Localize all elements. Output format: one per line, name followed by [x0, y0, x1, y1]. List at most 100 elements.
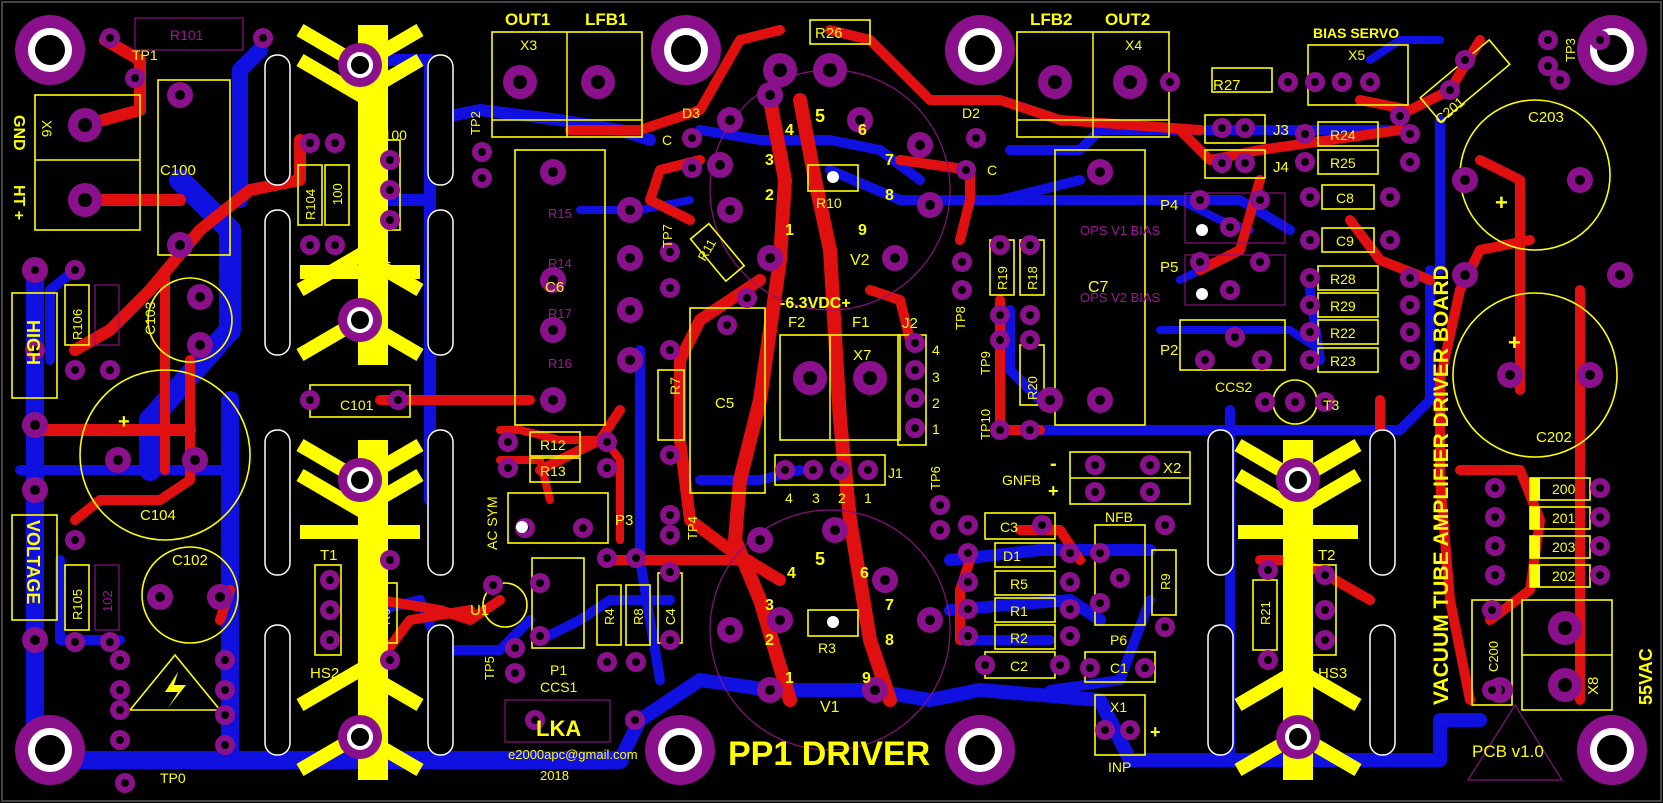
ht-label: HT +	[10, 185, 27, 220]
f2-label: F2	[788, 314, 806, 331]
small-pad-hole	[1306, 193, 1314, 201]
pad-hole	[155, 592, 165, 602]
small-pad-hole	[666, 248, 674, 256]
small-pad-hole	[1141, 664, 1149, 672]
j2-pin2: 2	[932, 395, 940, 411]
large-pad-hole	[513, 75, 527, 89]
silkscreen-text: OUT1 LFB1 X3 LFB2 OUT2 X4 BIAS SERVO X5 …	[10, 10, 1656, 786]
v1-pin4: 4	[787, 565, 796, 582]
x8-label: X8	[1585, 677, 1602, 695]
mounting-hole	[15, 15, 85, 85]
small-pad-hole	[326, 606, 334, 614]
heatsink-hole	[1276, 715, 1320, 759]
ccs2-label: CCS2	[1215, 379, 1253, 395]
pad-hole	[880, 575, 890, 585]
pad-hole	[30, 635, 40, 645]
small-pad-hole	[1146, 461, 1154, 469]
v1-pin3: 3	[765, 597, 774, 614]
mounting-hole	[1577, 715, 1647, 785]
inp-label: INP	[1108, 759, 1131, 775]
pad-hole	[775, 615, 785, 625]
board-name: PP1 DRIVER	[728, 735, 930, 773]
r16-label: R16	[548, 356, 572, 371]
c202-plus: +	[1508, 330, 1521, 355]
c1-label: C1	[1110, 660, 1128, 676]
small-pad-hole	[1406, 301, 1414, 309]
r202-label: 202	[1552, 568, 1576, 584]
small-pad-hole	[1596, 36, 1604, 44]
small-pad-hole	[1101, 726, 1109, 734]
small-pad-hole	[1264, 656, 1272, 664]
tp1-label: TP1	[132, 47, 158, 63]
small-pad-hole	[958, 286, 966, 294]
small-pad-hole	[1386, 236, 1394, 244]
small-pad-hole	[743, 294, 751, 302]
mounting-holes	[15, 15, 1647, 785]
v1-pin8: 8	[885, 632, 894, 649]
v1-pin9: 9	[862, 670, 871, 687]
small-pad-hole	[1056, 661, 1064, 669]
small-pad-hole	[1396, 112, 1404, 120]
small-pad-hole	[1291, 398, 1299, 406]
small-pad-hole	[1146, 488, 1154, 496]
large-pad-hole	[863, 371, 877, 385]
lfb1-label: LFB1	[585, 10, 628, 29]
small-pad-hole	[1488, 606, 1496, 614]
c7-label: C7	[1088, 279, 1109, 296]
small-pad-hole	[221, 741, 229, 749]
small-pad-hole	[1096, 599, 1104, 607]
small-pad-hole	[71, 366, 79, 374]
r25-label: R25	[1330, 155, 1356, 171]
small-pad-hole	[666, 284, 674, 292]
d3-label: D3	[682, 105, 700, 121]
c100-label: C100	[160, 162, 196, 179]
r200-label: 200	[1552, 481, 1576, 497]
j4-label: J4	[1273, 159, 1289, 176]
small-pad-hole	[1596, 571, 1604, 579]
small-pad-hole	[116, 706, 124, 714]
small-pad-hole	[911, 424, 919, 432]
pad-hole	[113, 455, 123, 465]
large-pad-hole	[803, 371, 817, 385]
mounting-hole	[15, 715, 85, 785]
small-pad-hole	[1161, 521, 1169, 529]
small-pad-hole	[511, 669, 519, 677]
pad-hole	[625, 253, 635, 263]
small-pad-hole	[504, 438, 512, 446]
v1-pin6: 6	[860, 565, 869, 582]
t100-label: T100	[375, 127, 407, 143]
d1-label: D1	[1003, 548, 1021, 564]
pad-hole	[725, 115, 735, 125]
small-pad-hole	[331, 139, 339, 147]
heater-label: -6.3VDC+	[780, 295, 851, 312]
pad-hole	[215, 592, 225, 602]
small-pad-hole	[964, 521, 972, 529]
small-pad-hole	[962, 166, 970, 174]
small-pad-hole	[1161, 623, 1169, 631]
small-pad-hole	[1491, 513, 1499, 521]
hs2-label: HS2	[310, 665, 339, 682]
small-pad-hole	[836, 466, 844, 474]
large-pad-hole	[591, 75, 605, 89]
small-pad-hole	[1461, 56, 1469, 64]
c203-plus: +	[1495, 190, 1508, 215]
r17-label: R17	[548, 306, 572, 321]
mounting-slots	[264, 54, 1396, 756]
lightning-icon	[165, 672, 186, 708]
r28-label: R28	[1330, 271, 1356, 287]
small-pad-hole	[1256, 196, 1264, 204]
mounting-hole	[1577, 15, 1647, 85]
small-pad-hole	[71, 536, 79, 544]
small-pad-hole	[1116, 574, 1124, 582]
d2-label: D2	[962, 105, 980, 121]
pad-hole	[1505, 370, 1515, 380]
t3-label: T3	[1323, 397, 1340, 413]
c6-label: C6	[545, 279, 564, 296]
tp0-label: TP0	[160, 770, 186, 786]
v2-pin8: 8	[885, 187, 894, 204]
small-pad-hole	[106, 638, 114, 646]
small-pad-hole	[1386, 193, 1394, 201]
tp2-label: TP2	[468, 111, 483, 135]
small-pad-hole	[131, 74, 139, 82]
j1-pin1: 1	[864, 490, 872, 506]
